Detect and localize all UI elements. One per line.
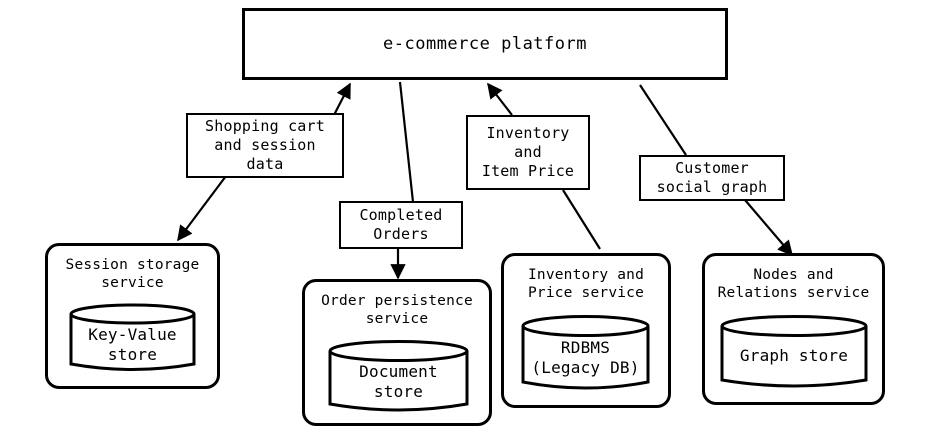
datastore-rdbms: RDBMS(Legacy DB): [520, 314, 651, 394]
platform-label: e-commerce platform: [383, 34, 587, 54]
connector-shopping-cart-session-storage: [177, 175, 227, 242]
datastore-graph: Graph store: [719, 314, 869, 392]
connector-platform-shopping-cart: [333, 82, 351, 116]
connector-inventory-price-inventory-label: [562, 189, 601, 250]
connector-customer-social-graph-nodes-relations: [744, 199, 794, 257]
connector-platform-customer-social-graph: [639, 84, 687, 156]
connector-inventory-label-platform: [487, 82, 513, 116]
datastore-graph-label: Graph store: [739, 346, 849, 365]
connector-platform-completed-orders: [398, 81, 415, 203]
platform-box[interactable]: e-commerce platform: [242, 8, 728, 80]
datastore-rdbms-label: RDBMS(Legacy DB): [531, 338, 640, 377]
